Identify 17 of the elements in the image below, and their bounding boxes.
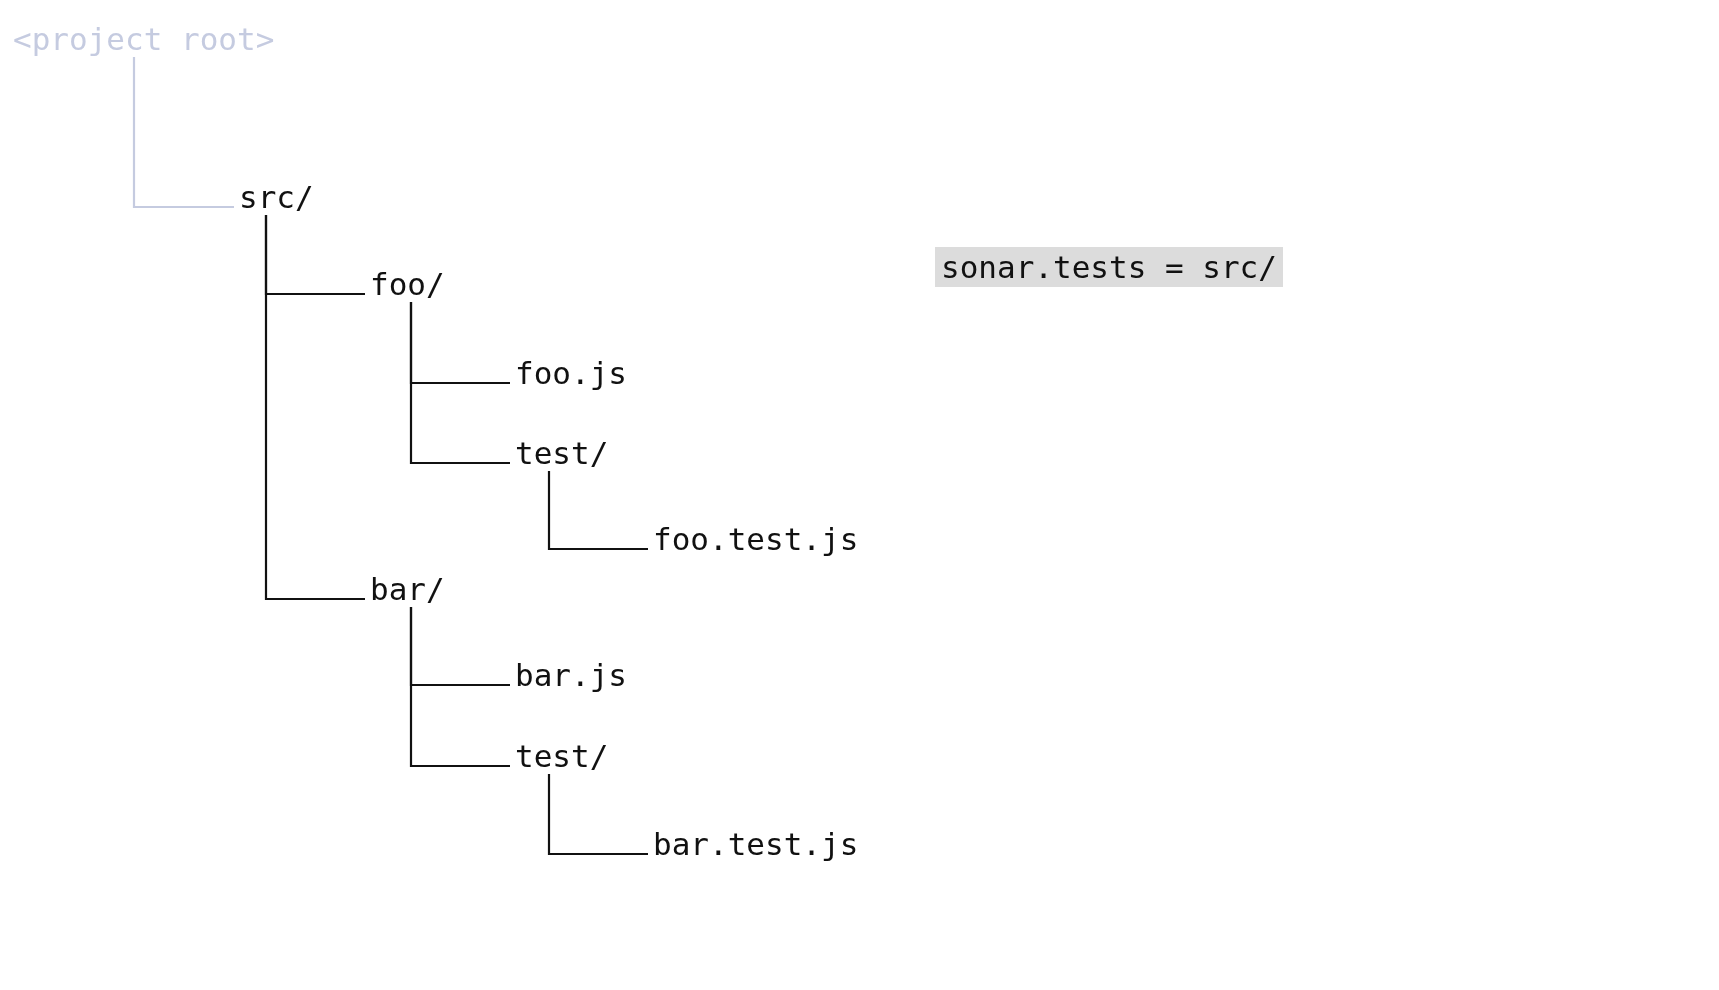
tree-entry: test/ — [511, 736, 613, 776]
tree-entry: foo/ — [366, 264, 449, 304]
tree-connector — [409, 302, 510, 465]
tree-entry: foo.js — [511, 353, 631, 393]
tree-entry: bar.js — [511, 655, 631, 695]
tree-entry: bar.test.js — [649, 824, 863, 864]
tree-entry: bar/ — [366, 569, 449, 609]
tree-entry: src/ — [235, 177, 318, 217]
root-label: <project root> — [9, 19, 279, 59]
tree-entry: foo.test.js — [649, 519, 863, 559]
tree-entry: test/ — [511, 433, 613, 473]
tree-connector — [547, 471, 648, 551]
tree-connector — [132, 57, 234, 209]
tree-connector — [409, 607, 510, 768]
tree-connector — [264, 215, 365, 601]
config-label: sonar.tests = src/ — [935, 247, 1283, 287]
tree-connector — [547, 774, 648, 856]
